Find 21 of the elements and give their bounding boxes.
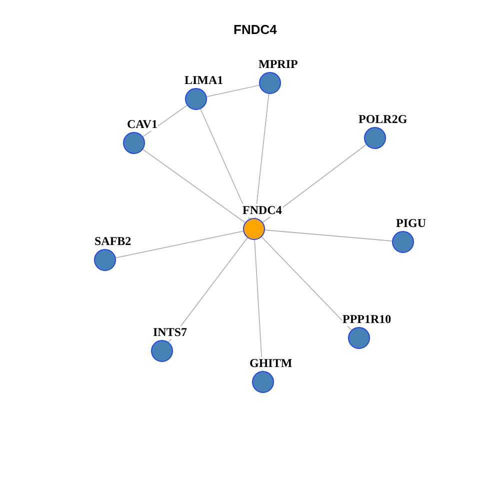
edge-line — [264, 230, 392, 242]
gene-label: PIGU — [395, 217, 427, 230]
edge-line — [261, 236, 352, 331]
gene-label: SAFB2 — [94, 235, 132, 248]
gene-label: MPRIP — [258, 58, 299, 71]
gene-label: LIMA1 — [184, 74, 224, 87]
edge-line — [262, 144, 367, 223]
edge-line — [200, 108, 250, 220]
diagram-title: FNDC4 — [234, 22, 277, 37]
gene-label: INTS7 — [152, 326, 188, 339]
edge-line — [115, 230, 244, 258]
edge-line — [168, 237, 248, 343]
edge-line — [142, 148, 246, 224]
gene-label: PPP1R10 — [342, 313, 392, 326]
edge-line — [254, 240, 263, 372]
edge-line — [254, 93, 270, 219]
gene-label: CAV1 — [126, 118, 158, 131]
edge-line — [206, 84, 260, 98]
gene-label: GHITM — [248, 357, 294, 370]
gene-label: FNDC4 — [242, 204, 283, 217]
gene-label: POLR2G — [358, 113, 408, 126]
